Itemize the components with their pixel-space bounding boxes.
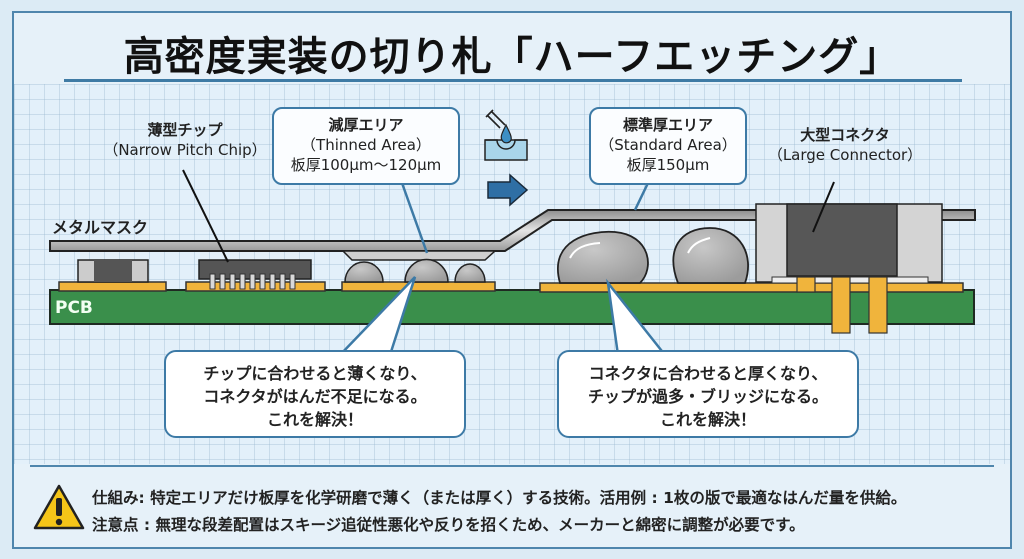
bubble-line: これを解決！	[266, 410, 363, 429]
solder-deposit	[672, 227, 749, 284]
solder-ball	[404, 258, 449, 283]
pcb-label: PCB	[55, 298, 93, 318]
leader-line	[812, 181, 835, 233]
footer-caution: 注意点 : 無理な段差配置はスキージ追従性悪化や反りを招くため、メーカーと綿密に…	[92, 516, 805, 534]
footer-notes: 仕組み: 特定エリアだけ板厚を化学研磨で薄く（または厚く）する技術。活用例 : …	[92, 485, 906, 539]
bubble-line: チップに合わせると薄くなり、	[203, 364, 427, 383]
pad	[58, 281, 167, 292]
callout-thickness: 板厚150μm	[626, 156, 710, 174]
connector-pin	[796, 276, 816, 293]
left-speech-bubble: チップに合わせると薄くなり、 コネクタがはんだ不足になる。 これを解決！	[164, 350, 466, 438]
etching-drop-icon	[484, 109, 528, 161]
thin-chip-label-jp: 薄型チップ	[147, 121, 223, 139]
right-speech-bubble: コネクタに合わせると厚くなり、 チップが過多・ブリッジになる。 これを解決！	[557, 350, 859, 438]
large-connector-label-en: （Large Connector）	[767, 146, 923, 164]
thin-chip-label-en: （Narrow Pitch Chip）	[103, 141, 267, 159]
pad	[539, 282, 964, 293]
footer-divider	[30, 465, 994, 467]
callout-title: 減厚エリア	[328, 116, 404, 134]
title-underline	[64, 79, 962, 82]
connector-pin	[868, 276, 888, 334]
pcb-board	[49, 289, 975, 325]
bubble-line: チップが過多・ブリッジになる。	[587, 387, 828, 406]
bubble-line: コネクタに合わせると厚くなり、	[588, 364, 828, 383]
passive-chip-body	[94, 260, 132, 282]
solder-deposit	[557, 230, 649, 284]
metal-mask-label: メタルマスク	[52, 218, 149, 237]
footer-mechanism: 仕組み: 特定エリアだけ板厚を化学研磨で薄く（または厚く）する技術。活用例 : …	[92, 489, 907, 507]
callout-thickness: 板厚100μm〜120μm	[290, 156, 442, 174]
leader-line	[182, 169, 229, 263]
right-arrow-icon	[487, 173, 529, 207]
connector-pin	[831, 276, 851, 334]
pad	[341, 281, 496, 292]
thin-chip-label: 薄型チップ （Narrow Pitch Chip）	[85, 120, 285, 160]
callout-subtitle: （Thinned Area）	[301, 136, 431, 154]
leader-line	[400, 182, 429, 254]
leader-line	[633, 182, 650, 211]
solder-ball	[454, 263, 486, 283]
page-title: 高密度実装の切り札「ハーフエッチング」	[123, 34, 901, 80]
callout-subtitle: （Standard Area）	[599, 136, 737, 154]
large-connector-label-jp: 大型コネクタ	[800, 126, 890, 144]
callout-title: 標準厚エリア	[622, 116, 713, 134]
standard-area-callout: 標準厚エリア （Standard Area） 板厚150μm	[589, 107, 747, 185]
chip-leads	[209, 273, 296, 290]
connector-body	[786, 203, 898, 277]
bubble-line: コネクタがはんだ不足になる。	[203, 387, 427, 406]
solder-ball	[344, 261, 384, 283]
bubble-line: これを解決！	[659, 410, 756, 429]
thinned-area-recess	[341, 250, 497, 261]
warning-icon	[33, 484, 85, 530]
large-connector-label: 大型コネクタ （Large Connector）	[760, 125, 930, 165]
thinned-area-callout: 減厚エリア （Thinned Area） 板厚100μm〜120μm	[272, 107, 460, 185]
